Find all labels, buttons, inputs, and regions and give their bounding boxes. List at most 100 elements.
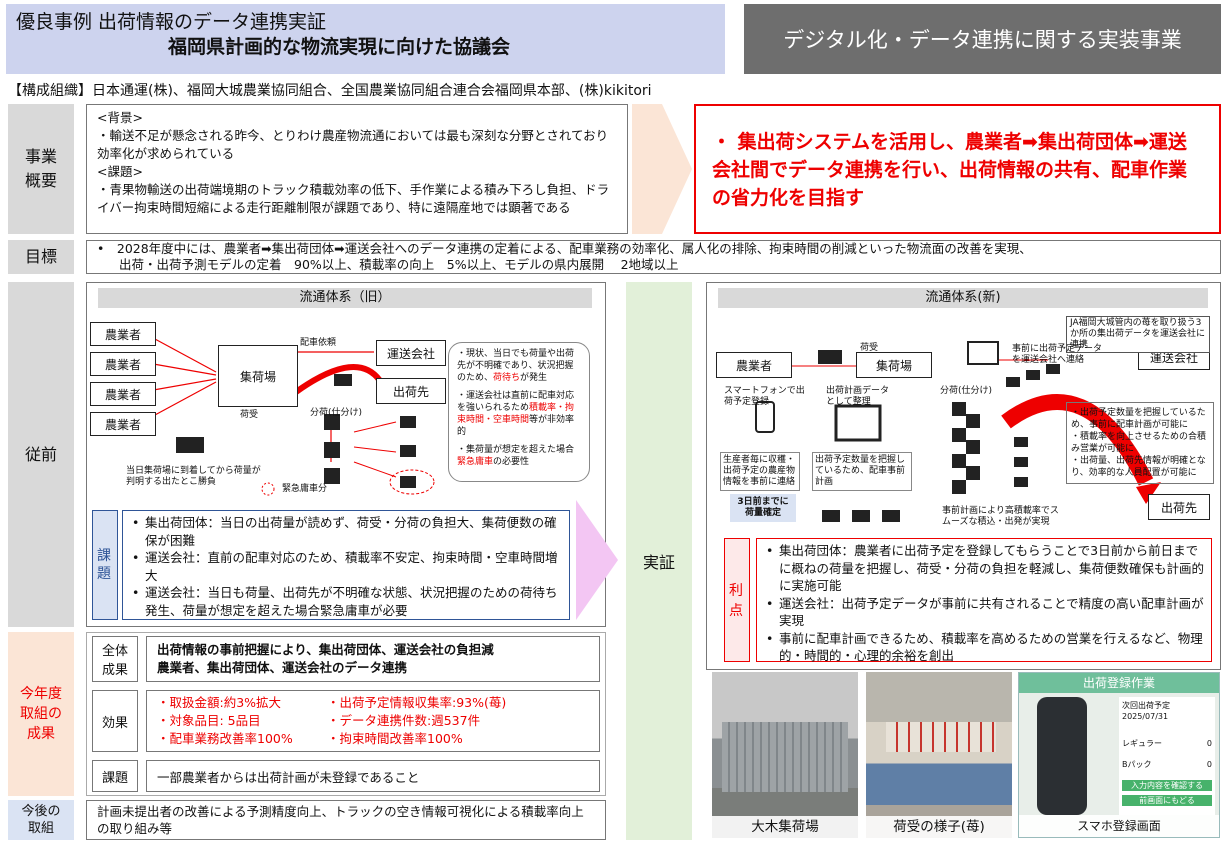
result-issue-box: 一部農業者からは出荷計画が未登録であること [146,760,600,792]
photo-caption-2: 荷受の様子(苺) [866,816,1012,838]
effects-left: ・取扱金額:約3%拡大 ・対象品目: 5品目 ・配車業務改善率100% [157,694,293,748]
before-receive: 荷受 [240,410,259,420]
future-label: 今後の取組 [8,800,74,840]
before-issue-item: 運送会社：当日も荷量、出荷先が不明確な状態、状況把握のための荷待ち発生、荷量が想… [129,584,563,619]
receiving-image [886,722,996,752]
phone-screen-title: 出荷登録作業 [1019,673,1219,693]
bubble-3-text: ・集荷量が想定を超えた場合 [457,445,575,455]
merit-box: 集出荷団体：農業者に出荷予定を登録してもらうことで3日前から前日までに概ねの荷量… [756,538,1212,665]
results-label-text: 今年度取組の成果 [20,686,62,742]
overview-box: <背景> ・輸送不足が懸念される昨今、とりわけ農産物流通においては最も深刻な分野… [86,104,628,234]
photo-caption-1: 大木集荷場 [712,816,858,838]
bubble-3-tail: の必要性 [493,457,530,467]
bubble-3-red: 緊急庸車 [457,457,494,467]
after-smooth: 事前計画により高積載率でスムーズな積込・出発が実現 [942,506,1059,527]
future-box: 計画未提出者の改善による予測精度向上、トラックの空き情報可視化による積載率向上の… [86,800,606,840]
form-bpack[interactable]: Bパック 0 [1122,759,1212,770]
after-dest: 出荷先 [1148,494,1210,520]
before-dest: 出荷先 [376,378,446,404]
before-to-demo-arrow [576,500,618,620]
phone-form: 次回出荷予定 2025/07/31 レギュラー 0 Bパック 0 入力内容を確認する… [1119,697,1215,815]
merit-item: 運送会社：出荷予定データが事前に共有されることで精度の高い配車計画が実現 [763,595,1205,630]
after-points: ・出荷予定数量を把握しているため、事前に配車計画が可能に ・積載率を向上させるた… [1066,402,1214,484]
form-regular-label: レギュラー [1122,739,1162,748]
after-receive: 荷受 [860,343,879,353]
before-issues: 集出荷団体：当日の出荷量が読めず、荷受・分荷の負担大、集荷便数の確保が困難 運送… [122,510,570,620]
form-bpack-value: 0 [1206,760,1212,769]
overview-label: 事業概要 [8,104,74,234]
form-regular[interactable]: レギュラー 0 [1122,738,1212,749]
before-carrier: 運送会社 [376,340,446,366]
after-point: ・積載率を向上させるための合積み営業が可能に [1071,432,1207,454]
issue-text: ・青果物輸送の出荷端境期のトラック積載効率の低下、手作業による積み下ろし負担、ド… [97,182,610,215]
bg-text: ・輸送不足が懸念される昨今、とりわけ農産物流通においては最も深刻な分野とされてお… [97,128,609,161]
bubble-2-tail: 等が非効率的 [457,415,575,437]
after-sort: 分荷(仕分け) [940,386,993,396]
overall-label: 全体成果 [92,636,138,682]
effect-item: ・取扱金額:約3%拡大 [157,695,282,710]
merit-item: 集出荷団体：農業者に出荷予定を登録してもらうことで3日前から前日までに概ねの荷量… [763,542,1205,595]
before-sort: 分荷(仕分け) [310,408,363,418]
bubble-1-red: 荷待ち [493,373,521,383]
before-dispatch: 配車依頼 [300,338,337,348]
photo-caption-3: スマホ登録画面 [1019,815,1219,837]
before-arrive-note: 当日集荷場に到着してから荷量が判明する出たとこ勝負 [126,466,261,487]
back-button[interactable]: 前画面にもどる [1122,795,1212,806]
header-title-panel: 優良事例 出荷情報のデータ連携実証 福岡県計画的な物流実現に向けた協議会 [6,4,725,74]
after-point: ・出荷予定数量を把握しているため、事前に配車計画が可能に [1071,408,1206,430]
after-three-days: 3日前までに荷量確定 [730,494,796,522]
after-farmer-note: 生産者毎に収穫・出荷予定の農産物情報を事前に連絡 [720,452,800,491]
before-issue-label: 課題 [92,510,118,620]
bubble-1-text: ・現状、当日でも荷量や出荷先が不明確であり、状況把握のため、 [457,349,575,383]
after-flow-title: 流通体系(新) [718,288,1208,308]
effect-box: ・取扱金額:約3%拡大 ・対象品目: 5品目 ・配車業務改善率100% ・出荷予… [146,690,600,752]
photo-warehouse: 大木集荷場 [712,672,858,838]
overall-box: 出荷情報の事前把握により、集出荷団体、運送会社の負担減 農業者、集出荷団体、運送… [146,636,600,682]
before-flow-title: 流通体系（旧） [98,288,592,308]
header-category: デジタル化・データ連携に関する実装事業 [744,4,1221,74]
result-issue-label: 課題 [92,760,138,792]
merit-item: 事前に配車計画できるため、積載率を高めるための営業を行えるなど、物理的・時間的・… [763,630,1205,665]
bubble-1: ・現状、当日でも荷量や出荷先が不明確であり、状況把握のため、荷待ちが発生 [457,348,581,384]
merit-label: 利点 [724,538,750,662]
bubble-2: ・運送会社は直前に配車対応を強いられるため積載率・拘束時間・空車時間等が非効率的 [457,390,581,438]
overall-label-text: 全体成果 [101,644,128,678]
header-line2: 福岡県計画的な物流実現に向けた協議会 [168,36,511,58]
after-plan-data: 出荷計画データとして整理 [826,386,890,407]
after-plan-note: 出荷予定数量を把握しているため、配車事前計画 [812,452,912,491]
effect-item: ・配車業務改善率100% [157,731,293,746]
after-advance: 事前に出荷予定データを運送会社へ連絡 [1012,344,1103,365]
before-issue-item: 運送会社：直前の配車対応のため、積載率不安定、拘束時間・空車時間増大 [129,549,563,584]
before-bubble: ・現状、当日でも荷量や出荷先が不明確であり、状況把握のため、荷待ちが発生 ・運送… [448,342,590,482]
target-line2: 出荷・出荷予測モデルの定着 90%以上、積載率の向上 5%以上、モデルの県内展開… [119,257,679,272]
form-regular-value: 0 [1206,739,1212,748]
after-ja-note: JA福岡大城管内の苺を取り扱う3か所の集出荷データを運送会社に連携 [1066,316,1210,353]
warehouse-image [722,722,848,792]
effect-label: 効果 [92,690,138,752]
effect-item: ・対象品目: 5品目 [157,713,261,728]
effects-right: ・出荷予定情報収集率:93%(苺) ・データ連携件数:週537件 ・拘束時間改善… [327,694,506,748]
overall-line: 農業者、集出荷団体、運送会社のデータ連携 [157,660,408,675]
after-flow-graphics [755,341,1161,522]
before-label: 従前 [8,282,74,627]
confirm-button[interactable]: 入力内容を確認する [1122,780,1212,791]
before-hub: 集荷場 [218,345,298,407]
form-bpack-label: Bパック [1122,760,1152,769]
form-date: 2025/07/31 [1122,712,1169,721]
before-farmer-4: 農業者 [90,412,156,436]
header-line1: 優良事例 出荷情報のデータ連携実証 [16,11,327,33]
after-farmer: 農業者 [716,352,792,378]
bubble-2-red: 積載率・拘束時間・空車時間 [457,403,575,425]
before-urgent: 緊急庸車分 [282,484,328,494]
before-farmer-2: 農業者 [90,352,156,376]
before-farmer-3: 農業者 [90,382,156,406]
results-label: 今年度取組の成果 [8,632,74,796]
issue-head: <課題> [97,164,143,179]
effect-item: ・出荷予定情報収集率:93%(苺) [327,695,507,710]
overview-label-text: 事業概要 [24,147,57,190]
effect-item: ・データ連携件数:週537件 [327,713,481,728]
bubble-1-tail: が発生 [520,373,548,383]
overview-goal: ・ 集出荷システムを活用し、農業者➡集出荷団体➡運送会社間でデータ連携を行い、出… [694,104,1221,234]
before-farmer-1: 農業者 [90,322,156,346]
form-head: 次回出荷予定 [1122,701,1170,710]
